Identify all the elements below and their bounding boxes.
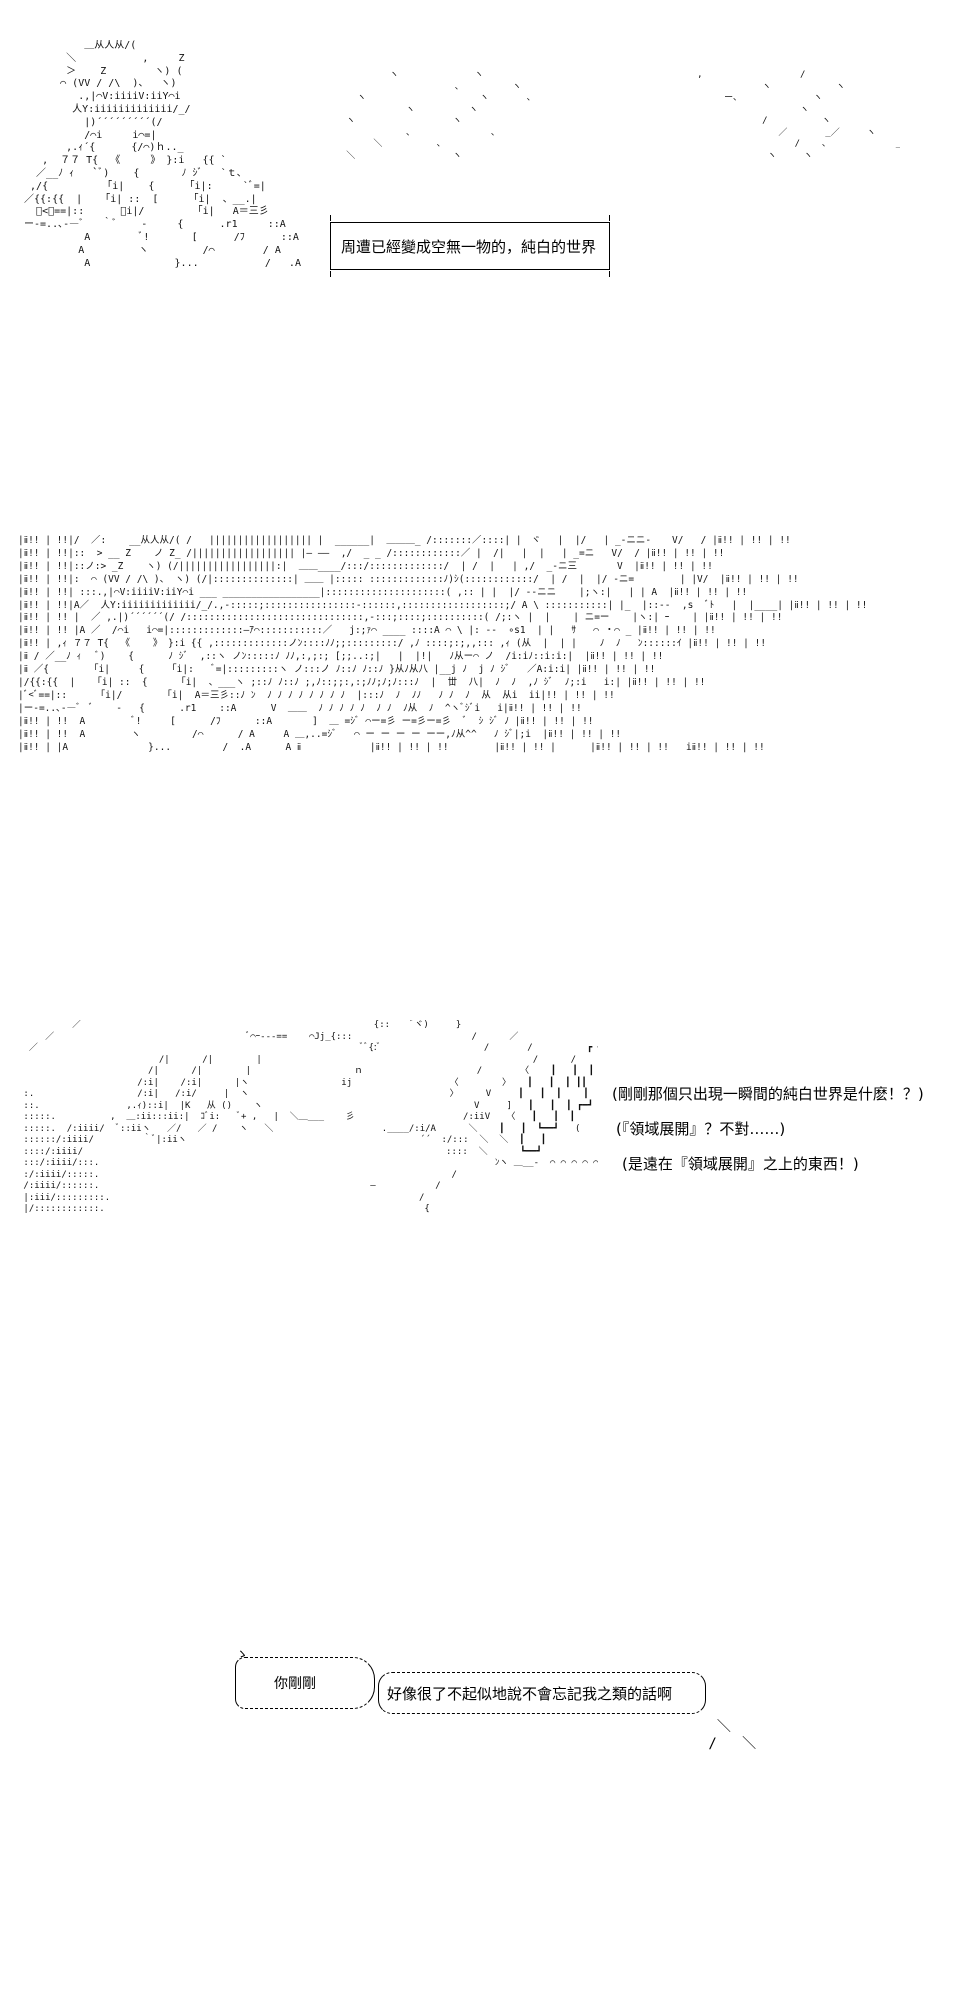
- thought-text-beyond-domain-expansion: (是遠在『領域展開』之上的東西！): [622, 1155, 859, 1173]
- thought-text-white-world-question: (剛剛那個只出現一瞬間的純白世界是什麽！？): [612, 1085, 924, 1103]
- narration-caption-text: 周遭已經變成空無一物的，純白的世界: [341, 237, 597, 256]
- ascii-shocked-character-closeup: ／ {:: ｀ﾞヾ) } ／ ﾞ⌒ｰ‐--== ⌒Jj_{::: / ／ ﾍ ／: [23, 1020, 598, 1215]
- ascii-crowd-explosion-scene: |ⅱ!! | !!|/ ／: __从人从/( / |||||||||||||||…: [18, 535, 868, 753]
- thought-text-domain-expansion-doubt: (『領域展開』？不對……): [616, 1120, 786, 1138]
- speech-bubble-left-text: 你剛剛: [274, 1676, 316, 1692]
- speech-bubble-right-text: 好像很了不起似地說不會忘記我之類的話啊: [387, 1684, 673, 1703]
- ascii-scatter-lines-right: , / ヽ ヽ ー､ ヽ ヽ / ヽ ／ _／ ヽ /: [697, 70, 900, 161]
- speech-bubble-right-tail: ＼ / ＼: [708, 1719, 757, 1752]
- narration-caption-box: 周遭已經變成空無一物的，純白的世界: [330, 215, 610, 277]
- ascii-figure-standing: ＿从人从/( ＼ , Z ＞ Z ヽ) ( ⌒ (VV / /\ )、 ヽ) .…: [24, 40, 301, 269]
- speech-bubble-left: 你剛剛: [235, 1657, 375, 1709]
- ascii-scatter-lines-left: ヽ ヽ 、 ヽ ヽ ヽ ､ヽ ヽ ヽ ヽ ヽ 、 、 ＼ 、 ＼: [346, 70, 530, 161]
- speech-bubble-right: 好像很了不起似地說不會忘記我之類的話啊: [378, 1672, 706, 1714]
